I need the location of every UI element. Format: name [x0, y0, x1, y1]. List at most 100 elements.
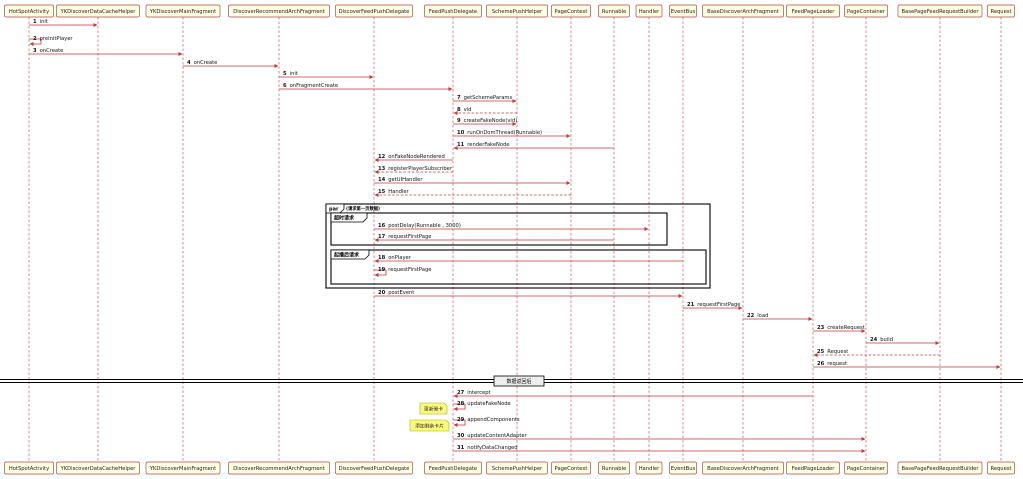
- message-text: build: [880, 337, 893, 343]
- participant-label: FeedPageLoader: [792, 9, 836, 15]
- message-text: preInitPlayer: [40, 36, 74, 42]
- participant-label: BasePageFeedRequestBuilder: [902, 466, 980, 472]
- participant-request-bottom: Request: [987, 461, 1015, 475]
- message-number: 20: [378, 290, 386, 296]
- participant-hot-spot-activity-top: HotSpotActivity: [4, 4, 54, 18]
- divider: 数据返回后: [0, 375, 1023, 387]
- participant-ykdiscover-main-fragment-bottom: YKDiscoverMainFragment: [145, 461, 221, 475]
- message-number: 28: [457, 401, 465, 407]
- participant-box: [551, 4, 591, 18]
- participant-feed-push-delegate-bottom: FeedPushDelegate: [424, 461, 482, 475]
- participant-discover-feed-push-delegate-bottom: DiscoverFeedPushDelegate: [335, 461, 413, 475]
- message-text: requestFirstPage: [697, 302, 740, 308]
- group-timeout-request-tab: [330, 212, 368, 223]
- participant-feed-push-delegate-top: FeedPushDelegate: [424, 4, 482, 18]
- message-number: 29: [457, 417, 465, 423]
- participant-box: [702, 461, 784, 475]
- group-after-play-request-tab: [330, 249, 370, 260]
- participant-label: PageContext: [555, 9, 588, 15]
- participant-label: YKDiscoverDataCacheHelper: [60, 466, 137, 472]
- message-text: request: [827, 361, 847, 367]
- participant-label: Handler: [639, 9, 660, 15]
- participant-base-discover-arch-fragment-bottom: BaseDiscoverArchFragment: [702, 461, 784, 475]
- message-number: 26: [817, 361, 825, 367]
- message-text: onCreate: [40, 48, 64, 54]
- participant-page-container-top: PageContainer: [844, 4, 888, 18]
- message-number: 25: [817, 349, 825, 355]
- message-number: 4: [187, 60, 191, 66]
- message-text: createRequest: [827, 325, 865, 331]
- message-text: Request: [827, 349, 848, 355]
- participant-label: DiscoverRecommendArchFragment: [233, 9, 325, 15]
- par-fragment: par(请求第一页数据): [325, 203, 711, 289]
- participant-box: [56, 4, 140, 18]
- participant-label: Request: [990, 466, 1011, 472]
- participant-discover-recommend-arch-fragment-bottom: DiscoverRecommendArchFragment: [228, 461, 330, 475]
- participant-box: [335, 461, 413, 475]
- participant-base-discover-arch-fragment-top: BaseDiscoverArchFragment: [702, 4, 784, 18]
- message-arrow: [453, 403, 466, 411]
- participant-box: [635, 4, 663, 18]
- par-fragment-tab: [325, 203, 345, 214]
- message-number: 6: [283, 83, 287, 89]
- group-after-play-request-label: 起播后请求: [333, 252, 360, 259]
- participant-runnable-bottom: Runnable: [598, 461, 630, 475]
- participant-label: DiscoverFeedPushDelegate: [339, 466, 410, 472]
- participant-label: HotSpotActivity: [9, 466, 49, 472]
- participant-box: [4, 4, 54, 18]
- participant-box: [228, 4, 330, 18]
- participant-box: [669, 461, 697, 475]
- participant-box: [987, 461, 1015, 475]
- participant-handler-bottom: Handler: [635, 461, 663, 475]
- message-number: 9: [457, 118, 461, 124]
- divider-label-box: [493, 375, 545, 387]
- message-text: getSchemeParams: [464, 95, 513, 101]
- message-arrow: [29, 38, 42, 46]
- participant-discover-feed-push-delegate-top: DiscoverFeedPushDelegate: [335, 4, 413, 18]
- participant-box: [145, 461, 221, 475]
- participant-box: [635, 461, 663, 475]
- message-number: 18: [378, 255, 386, 261]
- participant-label: BaseDiscoverArchFragment: [707, 9, 779, 15]
- message-arrow: [374, 269, 387, 277]
- participant-box: [844, 461, 888, 475]
- participant-label: Request: [990, 9, 1011, 15]
- message-number: 30: [457, 433, 465, 439]
- participant-box: [702, 4, 784, 18]
- message-number: 23: [817, 325, 825, 331]
- participant-label: DiscoverRecommendArchFragment: [233, 466, 325, 472]
- participant-label: EventBus: [671, 466, 696, 472]
- par-condition: (请求第一页数据): [346, 205, 380, 212]
- message-number: 31: [457, 445, 465, 451]
- note-text: 更新假卡: [424, 405, 443, 412]
- message-number: 16: [378, 223, 386, 229]
- participant-label: SchemePushHelper: [492, 9, 543, 15]
- participant-box: [551, 461, 591, 475]
- group-timeout-request-label: 超时请求: [333, 215, 355, 222]
- message-text: appendComponents: [467, 417, 520, 423]
- message-text: onFragmentCreate: [290, 83, 338, 89]
- note-2: 添加剩余卡片: [409, 419, 450, 432]
- participant-base-page-feed-request-builder-top: BasePageFeedRequestBuilder: [897, 4, 983, 18]
